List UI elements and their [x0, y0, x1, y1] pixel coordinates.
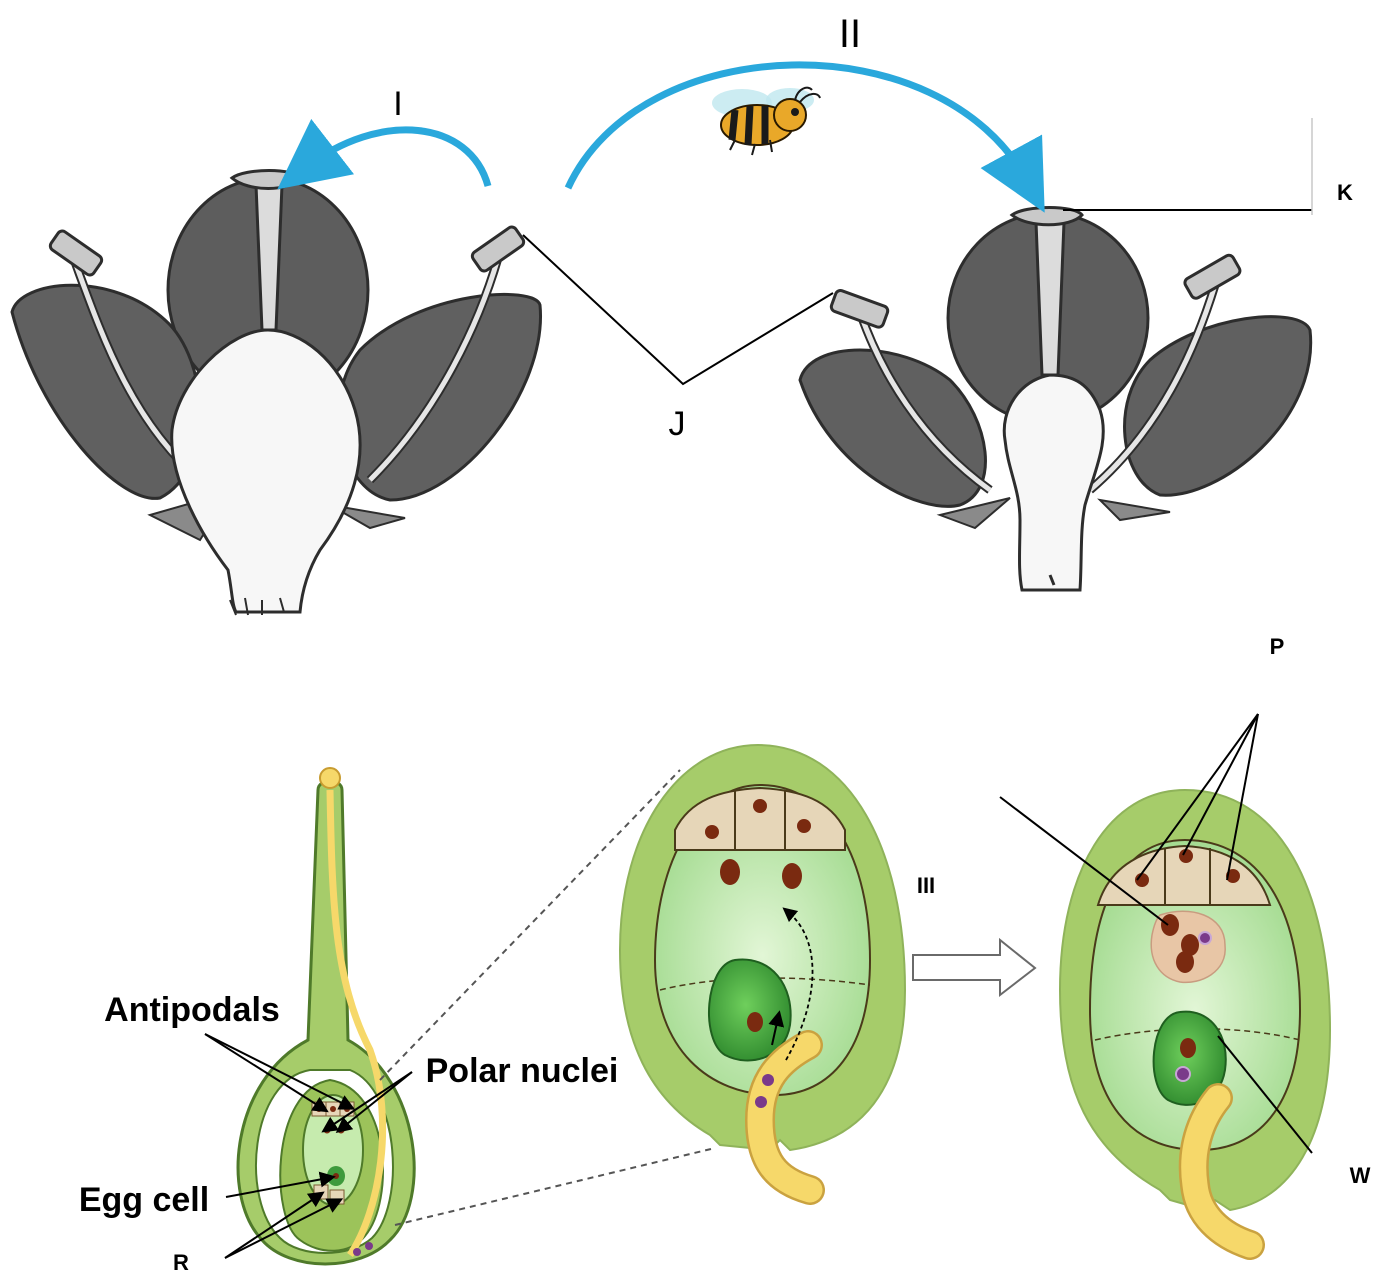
label-polar-nuclei: Polar nuclei	[426, 1052, 619, 1090]
label-K: K	[1337, 180, 1353, 205]
style-right	[1036, 222, 1064, 375]
ovary-left	[172, 330, 360, 612]
bee-icon	[712, 88, 820, 155]
flower-left	[12, 171, 541, 616]
flower-right	[800, 208, 1311, 591]
label-I: I	[393, 85, 402, 123]
style-left	[256, 185, 282, 330]
self-pollination-arrow	[305, 130, 488, 186]
label-egg-cell: Egg cell	[79, 1181, 209, 1219]
petal-right	[1125, 317, 1311, 496]
ovule-after-fertilization	[1060, 790, 1330, 1245]
polar-nucleus	[782, 863, 802, 889]
zoom-line-bottom	[395, 1148, 715, 1225]
sepal-right	[1100, 500, 1170, 520]
ovary-right	[1004, 375, 1103, 590]
label-P: P	[1270, 634, 1285, 659]
label-J: J	[669, 405, 686, 443]
label-III: III	[917, 873, 935, 898]
polar-nucleus	[720, 859, 740, 885]
pollen-grain	[320, 768, 340, 788]
j-leader-lines	[523, 235, 833, 384]
label-antipodals: Antipodals	[104, 991, 280, 1029]
ovule-before-fertilization	[620, 745, 905, 1190]
hollow-right-arrow-icon	[913, 940, 1035, 995]
label-W: W	[1350, 1163, 1371, 1188]
petal-left	[800, 350, 985, 506]
label-R: R	[173, 1250, 189, 1275]
label-II: II	[839, 12, 861, 56]
